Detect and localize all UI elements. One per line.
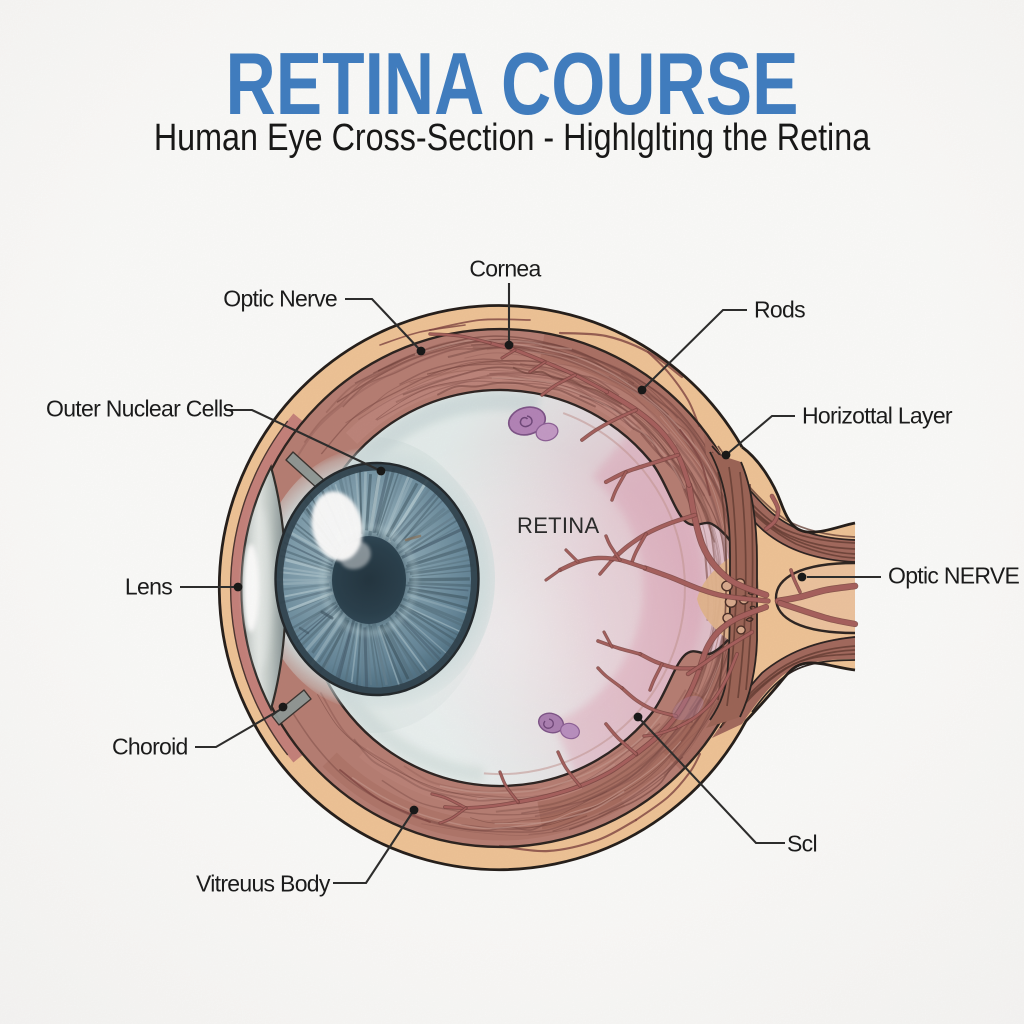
label-retina: RETINA <box>517 513 600 538</box>
label-choroid: Choroid <box>112 733 188 760</box>
label-scl: Scl <box>787 830 818 857</box>
label-cornea: Cornea <box>469 255 541 282</box>
label-lens: Lens <box>124 573 173 600</box>
label-vitreous-body: Vitreuus Body <box>196 870 330 897</box>
label-outer-nuclear-cells: Outer Nuclear Cells <box>46 395 234 422</box>
label-optic-nerve-right: Optic NERVE <box>888 562 1020 589</box>
label-optic-nerve-top: Optic Nerve <box>223 285 337 312</box>
label-rods: Rods <box>754 296 806 323</box>
label-horizontal-layer: Horizottal Layer <box>802 402 953 429</box>
